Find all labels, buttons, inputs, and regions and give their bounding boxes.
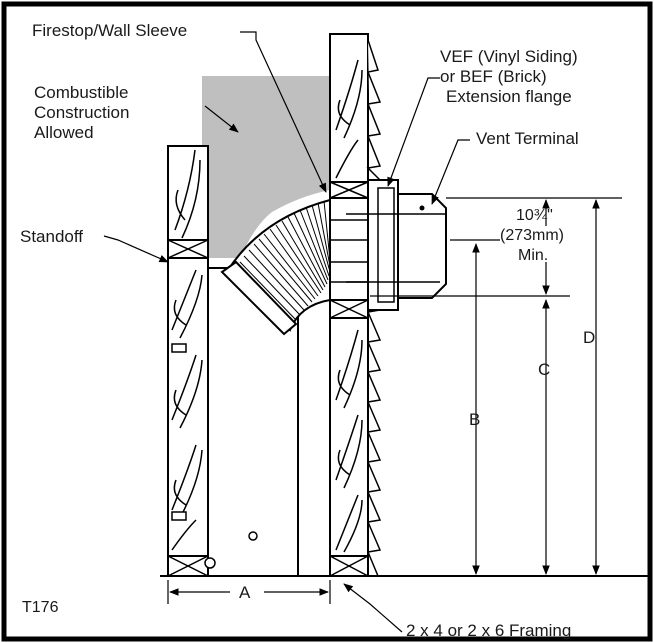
label-flange-1: VEF (Vinyl Siding) (440, 47, 578, 66)
dim-label-A: A (239, 583, 251, 602)
label-min-1: 10¾" (516, 207, 553, 224)
label-vent-terminal: Vent Terminal (476, 129, 579, 148)
label-min-3: Min. (518, 247, 548, 264)
appliance-drain (204, 557, 216, 569)
dimension-lines (167, 197, 622, 604)
pipe-lines (346, 213, 398, 283)
left-wall (167, 145, 209, 577)
right-lower-block (329, 299, 369, 319)
leader-lines (103, 31, 470, 633)
label-framing: 2 x 4 or 2 x 6 Framing (406, 621, 571, 640)
vent-terminal (397, 193, 447, 299)
label-firestop: Firestop/Wall Sleeve (32, 21, 187, 40)
figure-id: T176 (22, 599, 59, 616)
label-combustible-3: Allowed (34, 123, 94, 142)
label-combustible-1: Combustible (34, 83, 129, 102)
label-standoff: Standoff (20, 227, 83, 246)
dim-label-D: D (583, 328, 595, 347)
label-flange-2: or BEF (Brick) (440, 67, 547, 86)
dim-label-B: B (469, 410, 480, 429)
label-min-2: (273mm) (500, 227, 564, 244)
label-combustible-2: Construction (34, 103, 129, 122)
dim-label-C: C (538, 360, 550, 379)
left-standoff-block (167, 239, 209, 259)
extension-flange (367, 179, 399, 311)
combustible-area (202, 76, 330, 258)
appliance-knob (248, 531, 258, 541)
left-bottom-block (167, 555, 209, 577)
firestop-block (329, 181, 369, 199)
right-bottom-block (329, 555, 369, 577)
label-flange-3: Extension flange (446, 87, 572, 106)
right-wall (329, 33, 369, 577)
